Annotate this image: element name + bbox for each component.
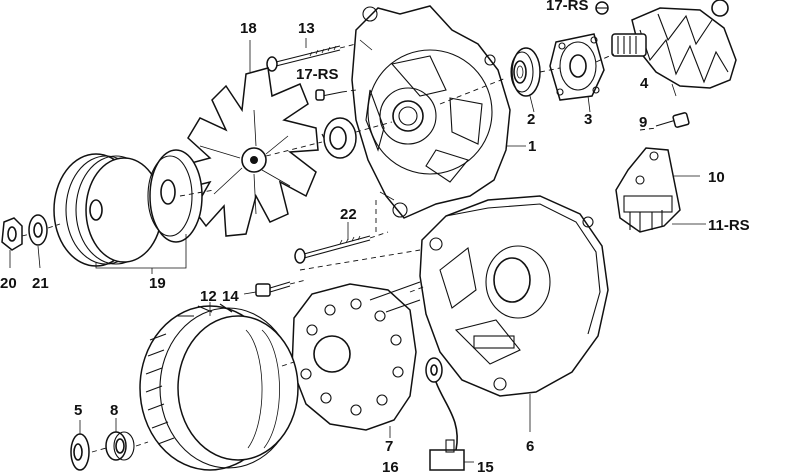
washer-part-21 (28, 214, 48, 269)
regulator-part-10 (615, 147, 706, 233)
label-9: 9 (639, 114, 647, 131)
label-21: 21 (32, 275, 49, 292)
bearing-part-2 (510, 47, 541, 113)
label-20: 20 (0, 275, 17, 292)
screw-part-17-rs-top (595, 1, 609, 15)
label-11-rs: 11-RS (708, 217, 750, 234)
screw-part-17-rs (315, 89, 357, 101)
label-17-rs-top: 17-RS (546, 0, 589, 14)
bolt-part-13 (266, 38, 357, 72)
label-6: 6 (526, 438, 534, 455)
label-18: 18 (240, 20, 257, 37)
label-3: 3 (584, 111, 592, 128)
label-15: 15 (477, 459, 494, 473)
label-17-rs: 17-RS (296, 66, 339, 83)
label-2: 2 (527, 111, 535, 128)
label-8: 8 (110, 402, 118, 419)
label-13: 13 (298, 20, 315, 37)
rectifier-part-7 (291, 281, 427, 438)
label-12: 12 (200, 288, 217, 305)
bolt-part-22 (294, 200, 389, 264)
label-5: 5 (74, 402, 82, 419)
label-16: 16 (382, 459, 399, 473)
label-10: 10 (708, 169, 725, 186)
label-22: 22 (340, 206, 357, 223)
label-1: 1 (528, 138, 536, 155)
bushing-part-5 (70, 420, 90, 471)
spacer-ring (321, 117, 357, 159)
cover-plate-part-3 (549, 33, 605, 113)
bushing-part-8 (105, 418, 135, 461)
label-14: 14 (222, 288, 239, 305)
rotor-part-4 (611, 0, 737, 97)
pulley-part-19 (53, 149, 203, 274)
front-housing-part-1 (351, 5, 526, 219)
nut-part-20 (1, 217, 23, 268)
fan-part-18 (179, 40, 319, 237)
label-4: 4 (640, 75, 649, 92)
assembly-axes (21, 53, 615, 453)
screw-part-9 (639, 112, 690, 131)
rear-housing-part-6 (419, 195, 609, 432)
cable-part-15 (425, 357, 474, 471)
stator-part-12 (139, 302, 299, 471)
label-19: 19 (149, 275, 166, 292)
label-7: 7 (385, 438, 393, 455)
screw-part-14 (243, 279, 307, 297)
